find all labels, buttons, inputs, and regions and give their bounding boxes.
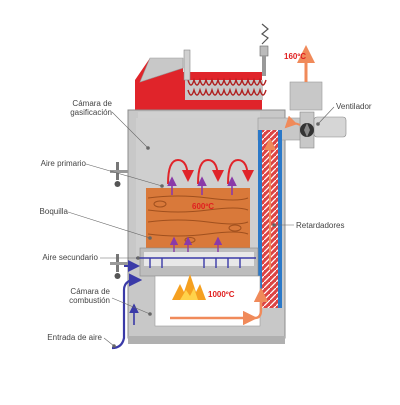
primary-air-arrows xyxy=(167,176,237,195)
label-combustion-line-2: combustión xyxy=(69,296,110,305)
label-secondary-air: Aire secundario xyxy=(42,253,98,262)
combustion-chamber xyxy=(154,274,269,327)
thermometer-icon xyxy=(110,162,128,187)
label-primary-air: Aire primario xyxy=(40,159,86,168)
fan-icon xyxy=(300,123,314,137)
temp-gasification: 600ºC xyxy=(192,202,215,211)
label-combustion-line-1: Cámara de xyxy=(70,287,110,296)
label-air-inlet: Entrada de aire xyxy=(47,333,102,342)
label-combustion-chamber: Cámara de combustión xyxy=(10,287,110,305)
label-gasification-line-1: Cámara de xyxy=(72,99,112,108)
temp-combustion: 1000ºC xyxy=(208,290,235,299)
label-retarders: Retardadores xyxy=(296,221,345,230)
temp-exhaust: 160ºC xyxy=(284,52,307,61)
thermometer-icon xyxy=(110,254,128,279)
fan-assembly xyxy=(257,111,347,149)
label-gasification-line-2: gasificación xyxy=(70,108,112,117)
label-gasification-chamber: Cámara de gasificación xyxy=(12,99,112,117)
wood-logs xyxy=(146,188,250,248)
nozzle-structure xyxy=(136,236,259,277)
leader-lines xyxy=(67,106,335,348)
retarder-column xyxy=(258,130,282,308)
air-inlet-pipe xyxy=(111,260,143,350)
top-heat-exchanger xyxy=(135,49,267,110)
pressure-valve-icon xyxy=(259,23,269,76)
flue-box xyxy=(289,81,323,111)
hot-gas-arrows xyxy=(167,158,254,185)
flame-icon xyxy=(172,274,206,300)
label-nozzle: Boquilla xyxy=(39,207,68,216)
base-plinth xyxy=(128,336,285,344)
label-fan: Ventilador xyxy=(336,102,372,111)
